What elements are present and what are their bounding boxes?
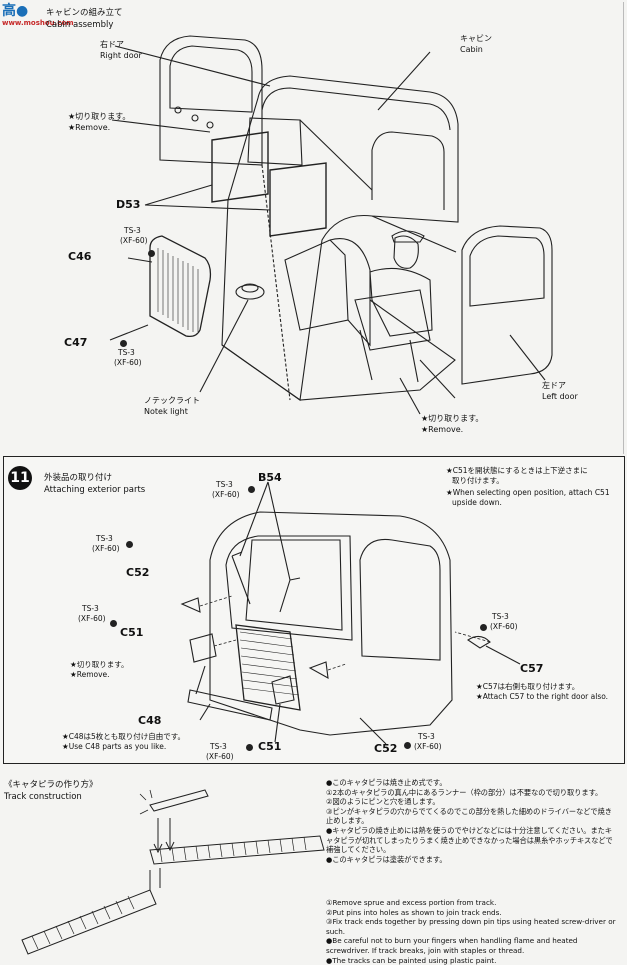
paint-xf60-5: (XF-60) — [414, 742, 442, 751]
paint-ts3-2: TS-3 — [96, 534, 113, 543]
paint-dot-3 — [110, 620, 117, 627]
track-title-jp: 《キャタピラの作り方》 — [4, 780, 98, 790]
part-c46: C46 — [68, 250, 92, 263]
notek-light-jp: ノテックライト — [144, 396, 200, 405]
paint-dot-2 — [126, 541, 133, 548]
track-note-jp-3: ③ピンがキャタピラの穴からでてくるのでこの部分を熱した細めのドライバーなどで焼き… — [326, 806, 612, 826]
paint-ts3-b: TS-3 — [118, 348, 135, 357]
remove-note-jp: ★切り取ります。 — [70, 660, 129, 669]
paint-ts3-a: TS-3 — [124, 226, 141, 235]
remove-note-1-jp: ★切り取ります。 — [68, 112, 131, 121]
paint-ts3-1: TS-3 — [216, 480, 233, 489]
paint-xf60-6: (XF-60) — [490, 622, 518, 631]
right-door-en: Right door — [100, 51, 142, 60]
paint-dot-1 — [248, 486, 255, 493]
track-note-jp-4: ●キャタピラの焼き止めには熱を使うのでやけどなどには十分注意してください。またキ… — [326, 825, 613, 855]
track-note-jp-1: ①2本のキャタピラの真ん中にあるランナー（枠の部分）は不要なので切り取ります。 — [326, 787, 603, 797]
watermark: 高● www.moshou.com — [2, 3, 74, 27]
paint-ts3-4: TS-3 — [210, 742, 227, 751]
left-door-jp: 左ドア — [542, 381, 566, 390]
step11-title-jp: 外装品の取り付け — [44, 473, 113, 483]
part-c57: C57 — [520, 662, 544, 675]
paint-xf60-3: (XF-60) — [78, 614, 106, 623]
step11-title-en: Attaching exterior parts — [44, 485, 146, 495]
paint-ts3-3: TS-3 — [82, 604, 99, 613]
track-note-en-0: ①Remove sprue and excess portion from tr… — [326, 898, 497, 907]
watermark-url: www.moshou.com — [2, 19, 74, 27]
step10-title-en: Cabin assembly — [46, 20, 114, 30]
paint-xf60-2: (XF-60) — [92, 544, 120, 553]
c51-note-en-2: upside down. — [452, 498, 502, 507]
c57-note-jp: ★C57は右側も取り付けます。 — [476, 682, 580, 691]
paint-dot-4 — [246, 744, 253, 751]
paint-dot-b — [120, 340, 127, 347]
track-note-en-3: ●Be careful not to burn your fingers whe… — [326, 936, 578, 955]
paint-xf60-1: (XF-60) — [212, 490, 240, 499]
paint-xf60-4: (XF-60) — [206, 752, 234, 761]
paint-ts3-5: TS-3 — [418, 732, 435, 741]
right-door-jp: 右ドア — [100, 40, 124, 49]
part-b54: B54 — [258, 471, 282, 484]
remove-note-1-en: ★Remove. — [68, 123, 111, 132]
c48-note-en: ★Use C48 parts as you like. — [62, 742, 167, 751]
track-note-en-2: ③Fix track ends together by pressing dow… — [326, 917, 616, 936]
watermark-logo: 高● — [2, 3, 29, 19]
track-note-jp-5: ●このキャタピラは塗装ができます。 — [326, 854, 447, 864]
part-c52-a: C52 — [126, 566, 150, 579]
paint-dot-5 — [404, 742, 411, 749]
remove-note-2-jp: ★切り取ります。 — [421, 414, 484, 423]
c57-note-en: ★Attach C57 to the right door also. — [476, 692, 609, 701]
track-note-en-4: ●The tracks can be painted using plastic… — [326, 955, 497, 965]
cabin-en: Cabin — [460, 45, 483, 54]
remove-note-en: ★Remove. — [70, 670, 110, 679]
c51-note-jp-2: 取り付けます。 — [452, 476, 504, 485]
part-c51-b: C51 — [258, 740, 282, 753]
cabin-assembly-illustration — [109, 35, 553, 415]
notek-light-en: Notek light — [144, 407, 188, 416]
paint-ts3-6: TS-3 — [492, 612, 509, 621]
track-notes-en: ①Remove sprue and excess portion from tr… — [326, 898, 618, 965]
cabin-jp: キャビン — [460, 34, 492, 43]
step11-number: 11 — [8, 466, 32, 490]
step10-panel — [3, 2, 624, 454]
paint-dot-6 — [480, 624, 487, 631]
paint-dot-a — [148, 250, 155, 257]
left-door-en: Left door — [542, 392, 578, 401]
part-c52-b: C52 — [374, 742, 398, 755]
paint-xf60-a: (XF-60) — [120, 236, 148, 245]
part-c48: C48 — [138, 714, 162, 727]
c51-note-en-1: ★When selecting open position, attach C5… — [446, 488, 610, 497]
track-note-jp-2: ②図のようにピンと穴を通します。 — [326, 797, 440, 807]
c48-note-jp: ★C48は5枚とも取り付け自由です。 — [62, 732, 186, 741]
track-notes-jp: ●このキャタピラは焼き止め式です。 ①2本のキャタピラの真ん中にあるランナー（枠… — [326, 778, 618, 864]
c51-note-jp-1: ★C51を開状態にするときは上下逆さまに — [446, 466, 588, 475]
track-note-en-1: ②Put pins into holes as shown to join tr… — [326, 907, 502, 917]
part-c51-a: C51 — [120, 626, 144, 639]
part-d53: D53 — [116, 198, 141, 211]
part-c47: C47 — [64, 336, 88, 349]
step10-title-jp: キャビンの組み立て — [46, 8, 123, 18]
track-title-en: Track construction — [4, 792, 82, 802]
remove-note-2-en: ★Remove. — [421, 425, 464, 434]
paint-xf60-b: (XF-60) — [114, 358, 142, 367]
track-note-jp-0: ●このキャタピラは焼き止め式です。 — [326, 778, 447, 787]
